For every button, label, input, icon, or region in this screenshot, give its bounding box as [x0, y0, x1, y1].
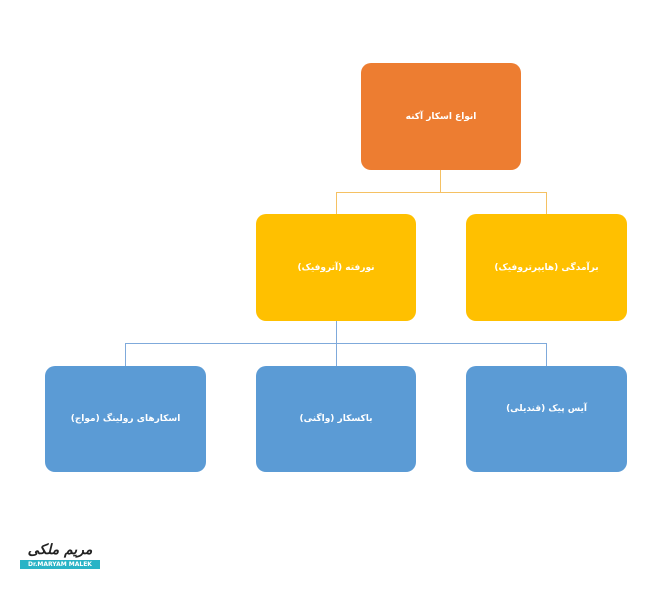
- node-label: برآمدگی (هایپرتروفیک): [494, 262, 599, 273]
- connector-atrophic-down: [336, 321, 337, 343]
- node-icepick: آیس پیک (قندیلی): [466, 366, 627, 472]
- connector-to-rolling: [125, 343, 126, 366]
- connector-root-down: [440, 170, 441, 192]
- node-label: باکسکار (واگنی): [299, 414, 373, 424]
- node-acne-scar-types: انواع اسکار آکنه: [361, 63, 521, 170]
- node-label: نورفته (آتروفیک): [297, 262, 375, 273]
- connector-to-hypertrophic: [546, 192, 547, 214]
- connector-to-icepick: [546, 343, 547, 366]
- node-label: آیس پیک (قندیلی): [506, 404, 587, 414]
- node-boxcar: باکسکار (واگنی): [256, 366, 416, 472]
- node-atrophic: نورفته (آتروفیک): [256, 214, 416, 321]
- node-rolling: اسکارهای رولینگ (مواج): [45, 366, 206, 472]
- node-hypertrophic: برآمدگی (هایپرتروفیک): [466, 214, 627, 321]
- logo: مریم ملکی Dr.MARYAM MALEK: [20, 542, 100, 569]
- connector-level2-horizontal: [336, 192, 547, 193]
- node-label: انواع اسکار آکنه: [405, 111, 477, 122]
- connector-to-boxcar: [336, 343, 337, 366]
- node-label: اسکارهای رولینگ (مواج): [70, 414, 181, 424]
- connector-to-atrophic: [336, 192, 337, 214]
- logo-mark: مریم ملکی: [27, 542, 93, 558]
- logo-caption: Dr.MARYAM MALEK: [20, 560, 100, 569]
